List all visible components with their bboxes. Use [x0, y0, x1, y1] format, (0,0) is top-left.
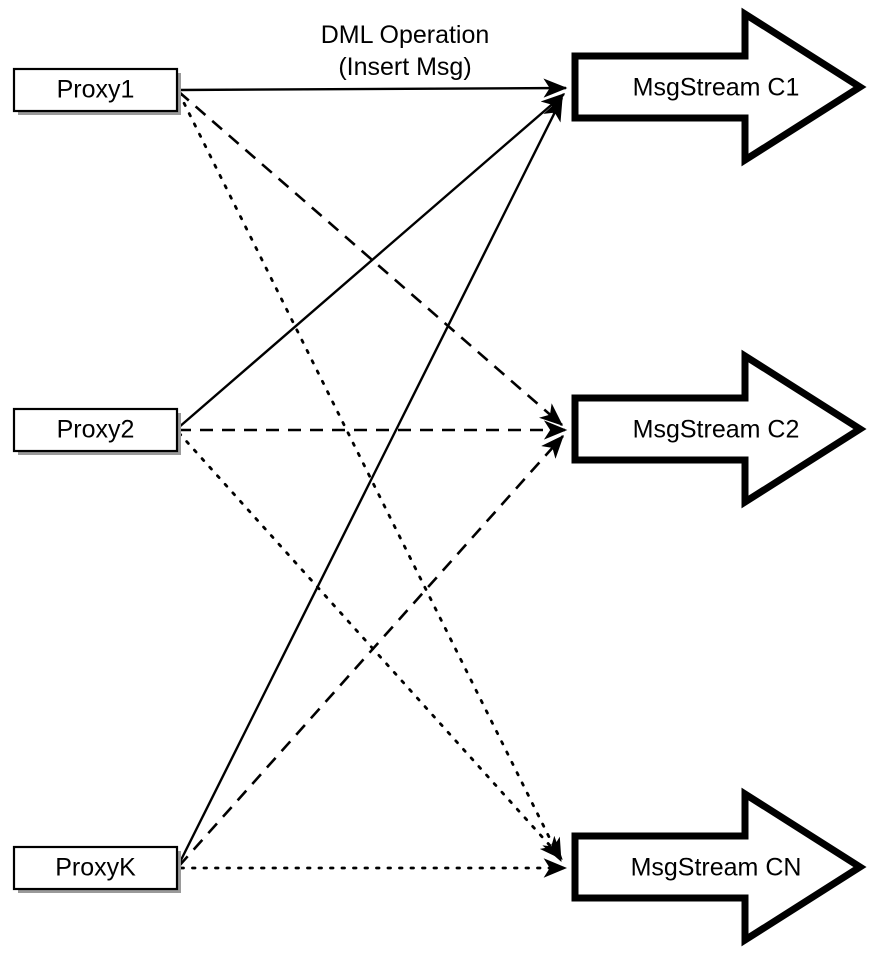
proxy2-label: Proxy2 — [57, 416, 135, 444]
stream-cn-arrow-shape[interactable] — [571, 787, 867, 947]
node-proxyk[interactable]: ProxyK — [12, 845, 181, 893]
proxyk-label: ProxyK — [55, 854, 136, 882]
node-proxy2[interactable]: Proxy2 — [12, 407, 181, 455]
link-proxy1-to-stream-c2[interactable] — [178, 91, 563, 426]
link-proxy1-to-stream-cn[interactable] — [177, 91, 563, 863]
link-proxy2-to-stream-cn[interactable] — [177, 431, 564, 861]
stream-c1-arrow-shape[interactable] — [571, 7, 867, 167]
proxy2-box[interactable] — [12, 407, 179, 453]
node-stream-c2[interactable]: MsgStream C2 — [571, 349, 867, 509]
edge-label-line2: (Insert Msg) — [338, 53, 471, 81]
link-proxy1-to-stream-c1[interactable] — [177, 78, 568, 98]
node-stream-c1[interactable]: MsgStream C1 — [571, 7, 867, 167]
stream-cn-label: MsgStream CN — [631, 854, 802, 882]
stream-c1-label: MsgStream C1 — [633, 74, 800, 102]
node-proxy1[interactable]: Proxy1 — [12, 67, 181, 115]
proxy1-label: Proxy1 — [57, 76, 135, 104]
node-stream-cn[interactable]: MsgStream CN — [571, 787, 867, 947]
stream-c2-label: MsgStream C2 — [633, 416, 800, 444]
link-proxy2-to-stream-c1[interactable] — [177, 93, 566, 429]
link-layer — [176, 78, 568, 878]
proxy1-box[interactable] — [12, 67, 179, 113]
link-proxyk-to-stream-c1[interactable] — [176, 96, 564, 867]
stream-c2-arrow-shape[interactable] — [571, 349, 867, 509]
proxyk-box[interactable] — [12, 845, 179, 891]
edge-label-line1: DML Operation — [321, 21, 490, 49]
link-proxyk-to-stream-c2[interactable] — [178, 435, 564, 867]
edge-label-dml-operation: DML Operation (Insert Msg) — [321, 21, 490, 81]
